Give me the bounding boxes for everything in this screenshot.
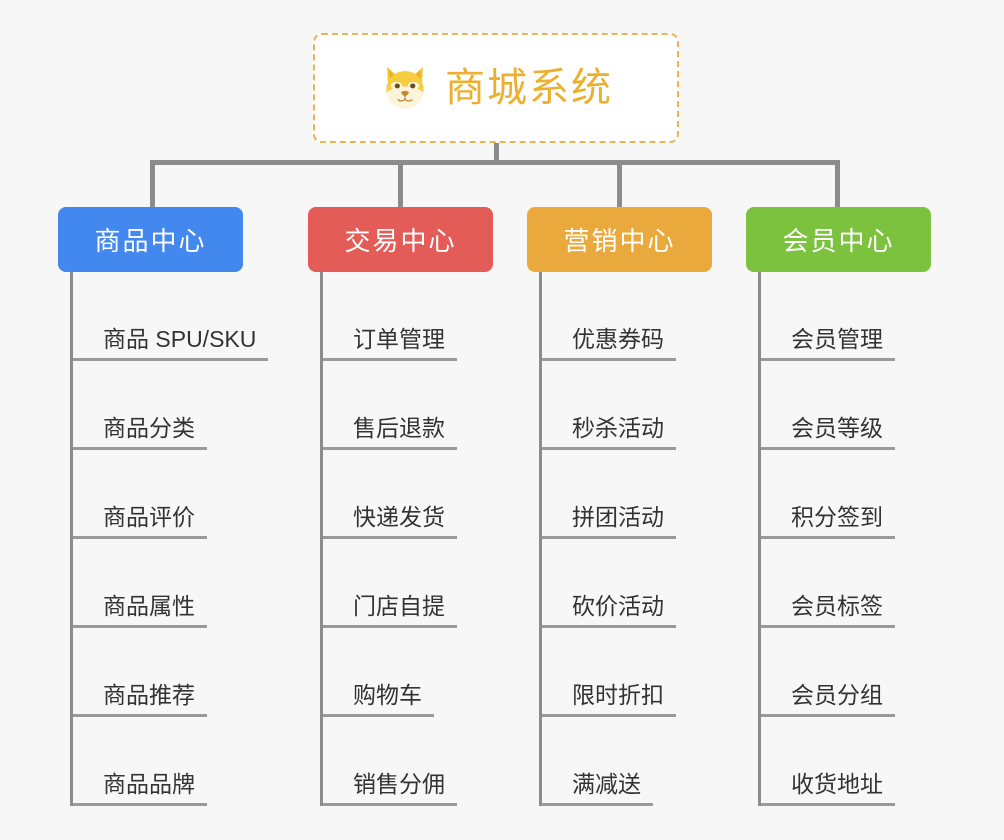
list-item-label: 快递发货 [323,504,457,539]
list-item[interactable]: 积分签到 [761,450,931,539]
branch-column-3: 会员中心 会员管理 会员等级 积分签到 会员标签 会员分组 收货地址 [746,207,931,806]
list-item-label: 会员等级 [761,415,895,450]
list-item-label: 商品属性 [73,593,207,628]
list-item[interactable]: 限时折扣 [542,628,712,717]
list-item-label: 订单管理 [323,326,457,361]
branch-header-label-1: 交易中心 [344,226,457,256]
list-item-label: 会员管理 [761,326,895,361]
connector-drop-0 [150,160,155,207]
list-item[interactable]: 会员标签 [761,539,931,628]
list-item-label: 商品推荐 [73,682,207,717]
list-item[interactable]: 门店自提 [323,539,493,628]
list-item-label: 拼团活动 [542,504,676,539]
connector-root-stem [494,143,499,164]
list-item-label: 售后退款 [323,415,457,450]
list-item-label: 销售分佣 [323,771,457,806]
dog-face-icon [379,62,431,114]
list-item[interactable]: 会员管理 [761,272,931,361]
list-item[interactable]: 会员分组 [761,628,931,717]
branch-items-1: 订单管理 售后退款 快递发货 门店自提 购物车 销售分佣 [320,272,493,806]
list-item[interactable]: 商品分类 [73,361,268,450]
list-item[interactable]: 砍价活动 [542,539,712,628]
branch-items-2: 优惠券码 秒杀活动 拼团活动 砍价活动 限时折扣 满减送 [539,272,712,806]
branch-column-1: 交易中心 订单管理 售后退款 快递发货 门店自提 购物车 销售分佣 [308,207,493,806]
list-item-label: 收货地址 [761,771,895,806]
list-item[interactable]: 拼团活动 [542,450,712,539]
branch-header-label-0: 商品中心 [94,226,207,256]
list-item[interactable]: 商品属性 [73,539,268,628]
branch-header-label-2: 营销中心 [563,226,676,256]
list-item-label: 会员标签 [761,593,895,628]
list-item-label: 商品 SPU/SKU [73,326,269,361]
list-item-label: 商品评价 [73,504,207,539]
branch-header-2[interactable]: 营销中心 [527,207,712,272]
list-item-label: 积分签到 [761,504,895,539]
branch-header-label-3: 会员中心 [782,226,895,256]
branch-header-1[interactable]: 交易中心 [308,207,493,272]
list-item[interactable]: 秒杀活动 [542,361,712,450]
list-item-label: 优惠券码 [542,326,676,361]
list-item[interactable]: 商品 SPU/SKU [73,272,269,361]
list-item-label: 砍价活动 [542,593,676,628]
list-item[interactable]: 优惠券码 [542,272,712,361]
list-item[interactable]: 商品品牌 [73,717,268,806]
list-item-label: 秒杀活动 [542,415,676,450]
list-item[interactable]: 商品评价 [73,450,268,539]
branch-column-2: 营销中心 优惠券码 秒杀活动 拼团活动 砍价活动 限时折扣 满减送 [527,207,712,806]
list-item[interactable]: 会员等级 [761,361,931,450]
list-item[interactable]: 收货地址 [761,717,931,806]
branch-header-0[interactable]: 商品中心 [58,207,243,272]
list-item[interactable]: 购物车 [323,628,493,717]
list-item-label: 会员分组 [761,682,895,717]
connector-horizontal-bus [150,160,840,165]
list-item-label: 购物车 [323,682,434,717]
branch-items-3: 会员管理 会员等级 积分签到 会员标签 会员分组 收货地址 [758,272,931,806]
list-item-label: 商品分类 [73,415,207,450]
list-item[interactable]: 快递发货 [323,450,493,539]
list-item[interactable]: 销售分佣 [323,717,493,806]
list-item[interactable]: 售后退款 [323,361,493,450]
branch-items-0: 商品 SPU/SKU 商品分类 商品评价 商品属性 商品推荐 商品品牌 [70,272,269,806]
list-item-label: 门店自提 [323,593,457,628]
connector-drop-3 [835,160,840,207]
branch-column-0: 商品中心 商品 SPU/SKU 商品分类 商品评价 商品属性 商品推荐 商品品牌 [58,207,269,806]
branch-header-3[interactable]: 会员中心 [746,207,931,272]
list-item-label: 限时折扣 [542,682,676,717]
root-title: 商城系统 [445,66,613,110]
connector-drop-2 [617,160,622,207]
list-item[interactable]: 满减送 [542,717,712,806]
list-item[interactable]: 商品推荐 [73,628,268,717]
connector-drop-1 [398,160,403,207]
root-node[interactable]: 商城系统 [313,33,679,143]
list-item-label: 商品品牌 [73,771,207,806]
list-item-label: 满减送 [542,771,653,806]
list-item[interactable]: 订单管理 [323,272,493,361]
